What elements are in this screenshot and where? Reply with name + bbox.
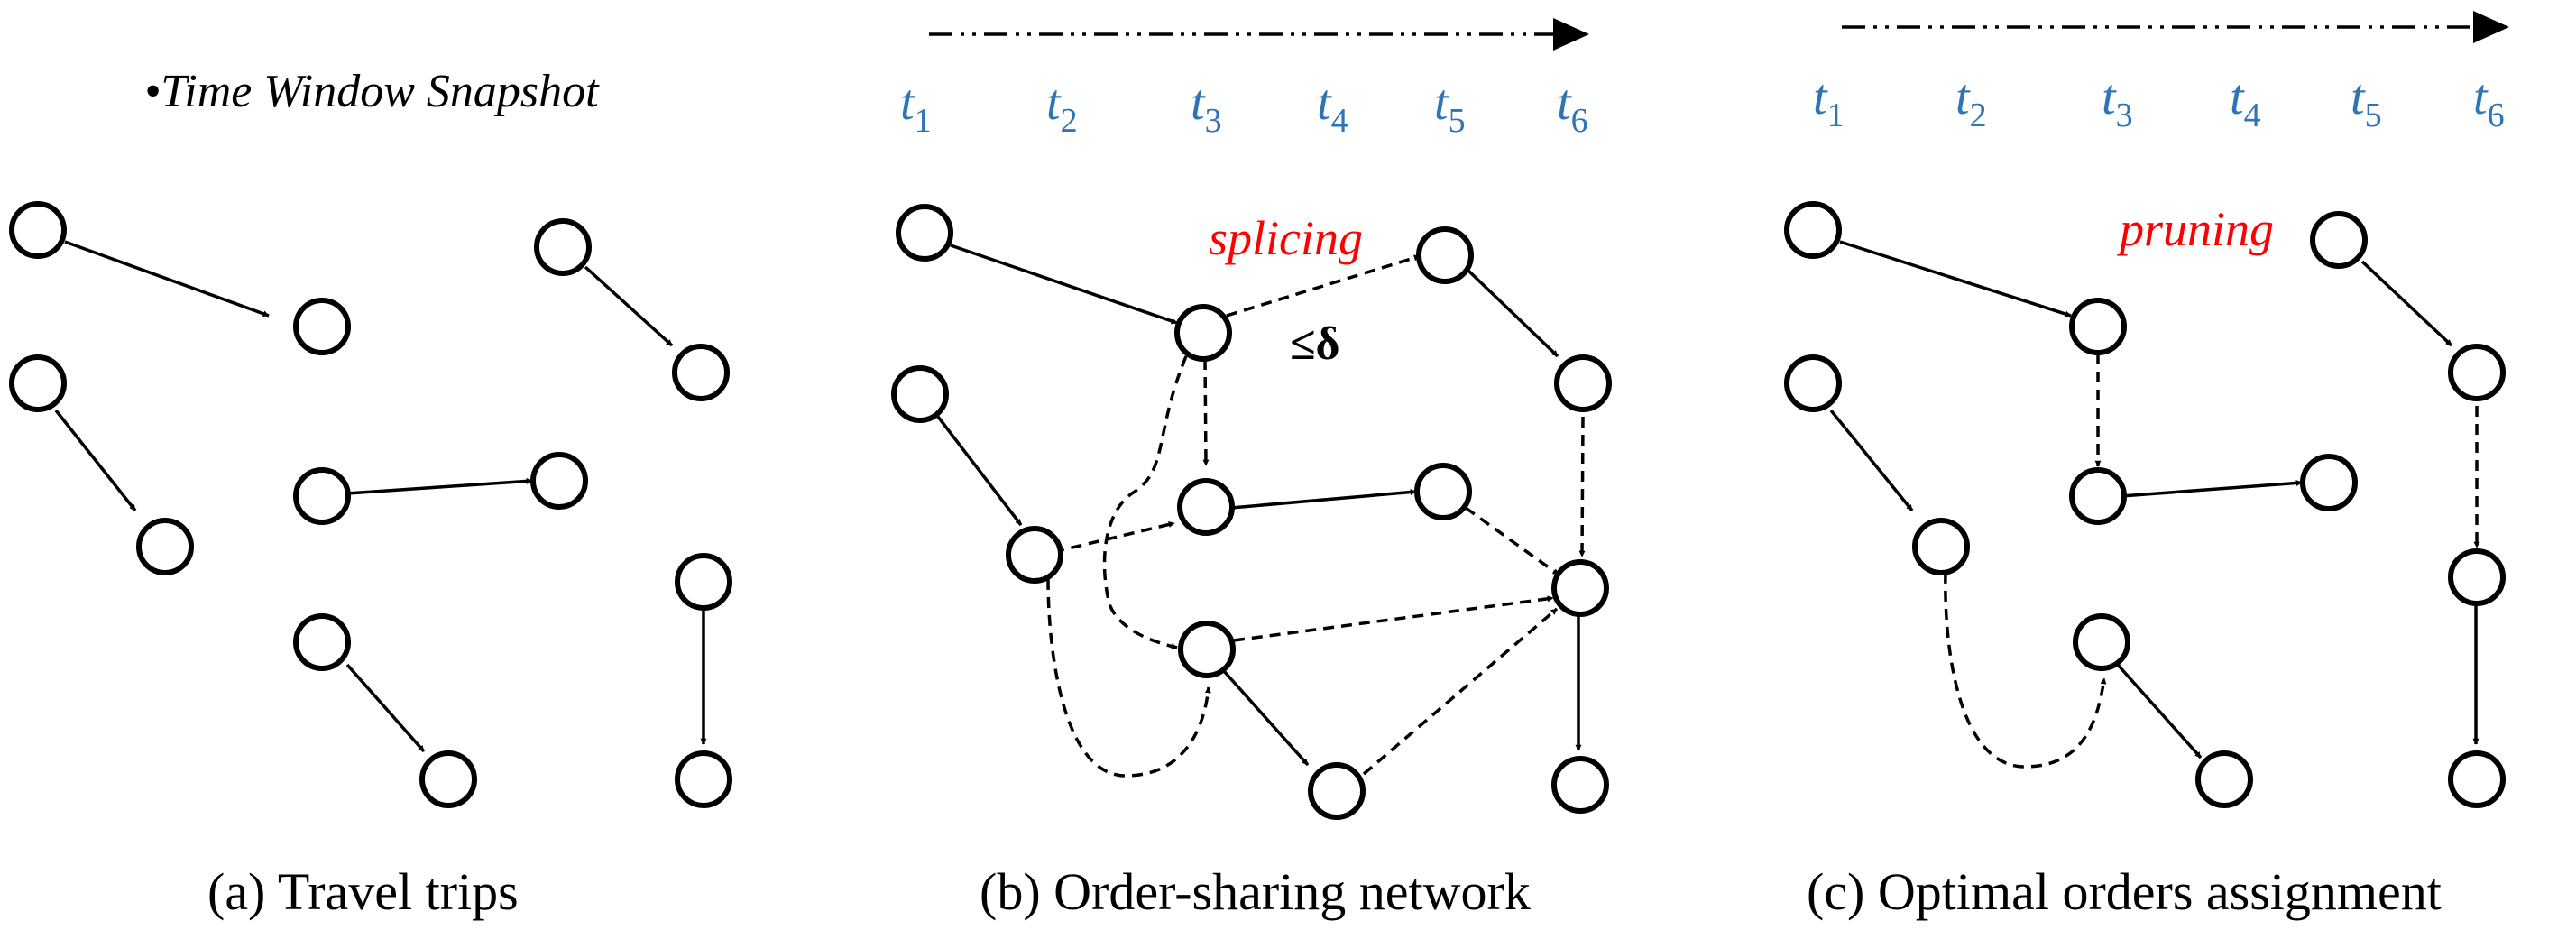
node-c12 xyxy=(2448,750,2506,808)
node-c3 xyxy=(1784,354,1842,412)
node-c4 xyxy=(1912,518,1970,575)
node-b10 xyxy=(1554,354,1612,412)
node-b8 xyxy=(1308,762,1366,820)
panel-c-edges xyxy=(1829,240,2480,769)
time-ticks-c: t1 t2 t3 t4 t5 t6 xyxy=(1813,69,2505,134)
node-a1 xyxy=(9,201,67,259)
node-c11 xyxy=(2448,548,2506,606)
edge-c4 xyxy=(2116,663,2203,759)
edge-c2 xyxy=(1829,409,1914,512)
edge-a4 xyxy=(345,663,426,753)
node-b4 xyxy=(1006,526,1063,584)
edge-a5 xyxy=(584,265,674,347)
delta-annotation: ≤δ xyxy=(1290,318,1340,370)
edge-b5 xyxy=(1467,269,1559,358)
node-a6 xyxy=(530,452,588,510)
edge-c9 xyxy=(1944,572,2107,769)
node-a8 xyxy=(419,750,477,808)
time-axis-c-arrowhead xyxy=(2473,11,2509,43)
tick-c-t3: t3 xyxy=(2102,69,2133,134)
time-axis-c xyxy=(1842,11,2509,43)
tick-b-t2: t2 xyxy=(1046,75,1078,140)
caption-b: (b) Order-sharing network xyxy=(980,862,1531,921)
time-axis-b xyxy=(929,18,1589,51)
node-a7 xyxy=(293,613,351,671)
node-b7 xyxy=(1178,621,1236,678)
node-a10 xyxy=(672,344,730,401)
edge-b4 xyxy=(1222,669,1310,767)
node-a2 xyxy=(293,298,351,355)
tick-c-t6: t6 xyxy=(2473,69,2505,134)
panel-c-nodes xyxy=(1784,201,2506,808)
edge-b2 xyxy=(936,415,1023,527)
splicing-annotation: splicing xyxy=(1209,211,1363,265)
edge-b13 xyxy=(1362,607,1559,776)
node-c8 xyxy=(2195,750,2253,808)
node-a3 xyxy=(9,354,67,412)
node-b9 xyxy=(1416,226,1474,284)
tick-b-t3: t3 xyxy=(1191,75,1222,140)
time-ticks-b: t1 t2 t3 t4 t5 t6 xyxy=(900,75,1588,140)
node-a9 xyxy=(534,218,592,276)
edge-b11 xyxy=(1464,506,1560,576)
caption-a: (a) Travel trips xyxy=(207,862,519,921)
edge-b3 xyxy=(1230,489,1417,510)
node-b1 xyxy=(896,204,953,262)
node-b2 xyxy=(1174,304,1232,362)
edge-a3 xyxy=(346,477,533,495)
node-c9 xyxy=(2310,211,2368,269)
tick-b-t4: t4 xyxy=(1317,75,1348,140)
node-b12 xyxy=(1551,756,1609,814)
caption-c: (c) Optimal orders assignment xyxy=(1807,862,2442,921)
edge-c5 xyxy=(2360,260,2453,347)
edge-a2 xyxy=(54,409,137,512)
node-c10 xyxy=(2448,344,2506,401)
snapshot-label: •Time Window Snapshot xyxy=(144,66,600,117)
time-axis-b-arrowhead xyxy=(1553,18,1589,51)
edge-a1 xyxy=(64,240,270,318)
tick-c-t4: t4 xyxy=(2230,69,2261,134)
node-b3 xyxy=(891,365,949,423)
edge-c1 xyxy=(1839,240,2072,318)
node-c2 xyxy=(2069,298,2127,355)
tick-b-t6: t6 xyxy=(1557,75,1588,140)
node-a5 xyxy=(293,467,351,525)
node-c7 xyxy=(2073,613,2130,671)
edge-b8 xyxy=(1202,358,1210,466)
edge-b14 xyxy=(1102,355,1188,649)
edge-c3 xyxy=(2121,479,2303,498)
node-b11 xyxy=(1551,559,1609,617)
node-b6 xyxy=(1414,463,1472,520)
node-a11 xyxy=(675,553,732,611)
edge-b9 xyxy=(1053,521,1175,554)
tick-c-t5: t5 xyxy=(2351,69,2382,134)
edge-b10 xyxy=(1578,416,1586,557)
pruning-annotation: pruning xyxy=(2116,202,2274,256)
panel-a-nodes xyxy=(9,201,732,808)
node-c5 xyxy=(2069,467,2127,525)
tick-c-t2: t2 xyxy=(1955,69,1987,134)
edge-b1 xyxy=(950,244,1178,325)
panel-b-edges xyxy=(936,244,1586,778)
node-b5 xyxy=(1177,478,1235,536)
panel-a-edges xyxy=(54,240,707,753)
edge-b7 xyxy=(1226,254,1421,318)
edge-b15 xyxy=(1046,578,1211,778)
edge-b12 xyxy=(1233,595,1554,642)
node-a4 xyxy=(136,518,194,575)
node-c1 xyxy=(1784,201,1842,259)
node-c6 xyxy=(2300,454,2358,511)
tick-c-t1: t1 xyxy=(1813,69,1845,134)
tick-b-t1: t1 xyxy=(900,75,932,140)
panel-b-nodes xyxy=(891,204,1612,820)
node-a12 xyxy=(675,750,732,808)
tick-b-t5: t5 xyxy=(1434,75,1466,140)
